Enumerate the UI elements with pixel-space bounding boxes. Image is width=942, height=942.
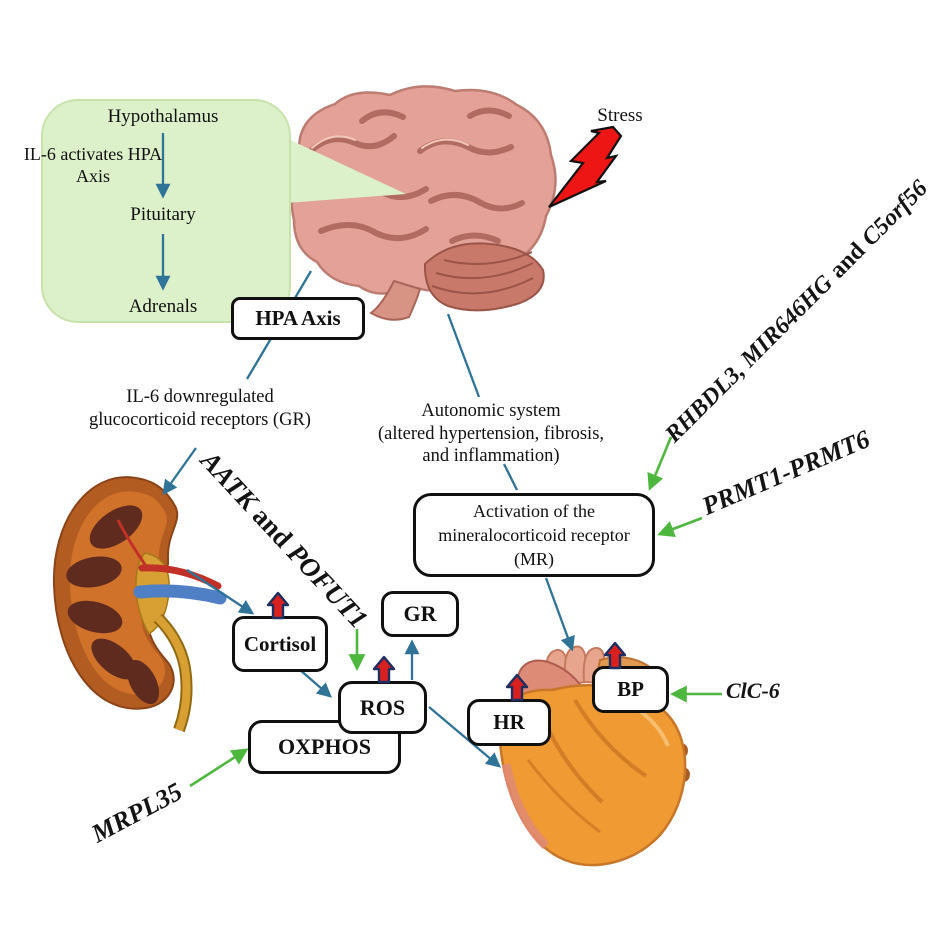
- mr-box-line1: Activation of the: [473, 500, 595, 521]
- il6-downregulated-line1: IL-6 downregulated: [126, 387, 274, 407]
- panel-pituitary-label: Pituitary: [130, 204, 196, 225]
- autonomic-line3: and inflammation): [422, 446, 560, 467]
- autonomic-line2: (altered hypertension, fibrosis,: [377, 423, 605, 444]
- cortisol-box: Cortisol: [232, 616, 328, 672]
- autonomic-system-note: Autonomic system (altered hypertension, …: [368, 400, 614, 468]
- panel-il6-note: IL-6 activates HPA Axis: [14, 144, 172, 188]
- mr-activation-box: Activation of the mineralocorticoid rece…: [413, 493, 655, 577]
- stress-label: Stress: [597, 105, 643, 126]
- ros-box: ROS: [338, 681, 427, 734]
- bp-box: BP: [592, 666, 669, 713]
- gene-label-clc6: ClC-6: [726, 678, 780, 703]
- kidney-illustration: [52, 476, 227, 733]
- panel-il6-note-line2: Axis: [75, 165, 110, 186]
- arrow-prmt-to-mr: [657, 516, 703, 537]
- il6-downregulated-note: IL-6 downregulated glucocorticoid recept…: [80, 386, 320, 431]
- brain-illustration: [290, 85, 557, 321]
- autonomic-line1: Autonomic system: [421, 401, 561, 421]
- panel-adrenals-label: Adrenals: [128, 296, 198, 317]
- il6-downregulated-line2: glucocorticoid receptors (GR): [89, 409, 311, 430]
- line-brain-to-autonomic: [446, 313, 481, 398]
- arrow-il6-to-kidney: [162, 447, 197, 496]
- line-autonomic-to-mr: [502, 463, 519, 491]
- mr-box-line2: mineralocorticoid receptor: [438, 524, 630, 545]
- panel-hypothalamus-label: Hypothalamus: [107, 106, 219, 127]
- arrow-rhbdl3-to-mr: [647, 436, 673, 491]
- hr-box: HR: [467, 699, 551, 746]
- arrow-kidney-to-cortisol: [186, 569, 255, 615]
- mr-box-line3: (MR): [514, 549, 554, 570]
- panel-il6-note-line1: IL-6 activates HPA: [23, 144, 163, 164]
- lightning-bolt-icon: [548, 125, 623, 209]
- hpa-callout-panel: [41, 99, 406, 323]
- arrow-cortisol-to-ros: [298, 668, 333, 698]
- arrow-mrpl35-to-oxphos: [189, 748, 249, 788]
- gr-box: GR: [381, 591, 459, 637]
- hpa-axis-box: HPA Axis: [231, 297, 365, 340]
- arrow-ros-to-heart: [428, 706, 502, 768]
- arrow-mr-to-heart: [544, 577, 575, 652]
